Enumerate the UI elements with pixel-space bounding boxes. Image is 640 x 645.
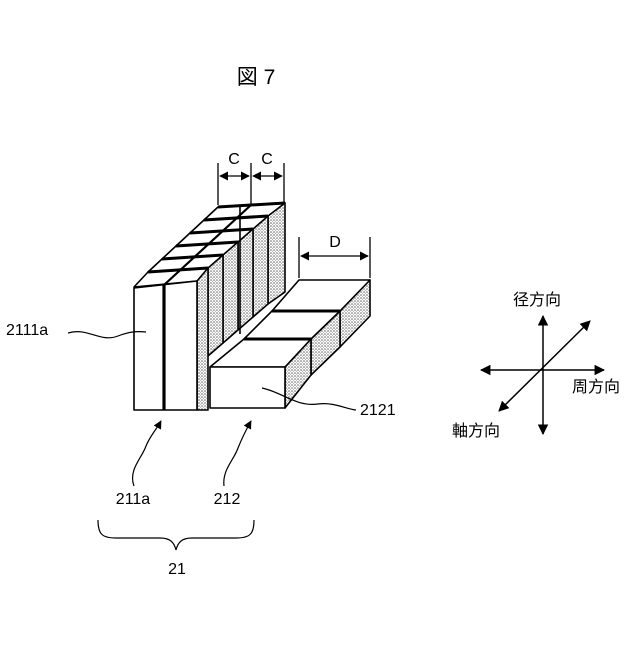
leader-211a	[133, 421, 161, 486]
label-circumferential-direction: 周方向	[572, 378, 620, 396]
leader-212	[224, 421, 251, 486]
direction-axes	[481, 316, 604, 434]
label-21: 21	[168, 561, 186, 578]
front-face	[210, 367, 285, 408]
axial-axis-arrow	[499, 321, 590, 411]
label-radial-direction: 径方向	[513, 291, 561, 309]
label-2111a: 2111a	[6, 322, 48, 339]
figure-title: 図 7	[237, 66, 276, 89]
dim-label-c-right: C	[261, 151, 273, 168]
label-2121: 2121	[360, 402, 396, 419]
brace-21	[98, 520, 254, 550]
label-axial-direction: 軸方向	[452, 422, 500, 440]
dim-label-c-left: C	[228, 151, 240, 168]
label-212: 212	[214, 491, 241, 508]
side-face	[268, 203, 285, 304]
dim-label-d: D	[329, 234, 341, 251]
side-face	[197, 259, 208, 410]
label-211a: 211a	[116, 491, 151, 508]
